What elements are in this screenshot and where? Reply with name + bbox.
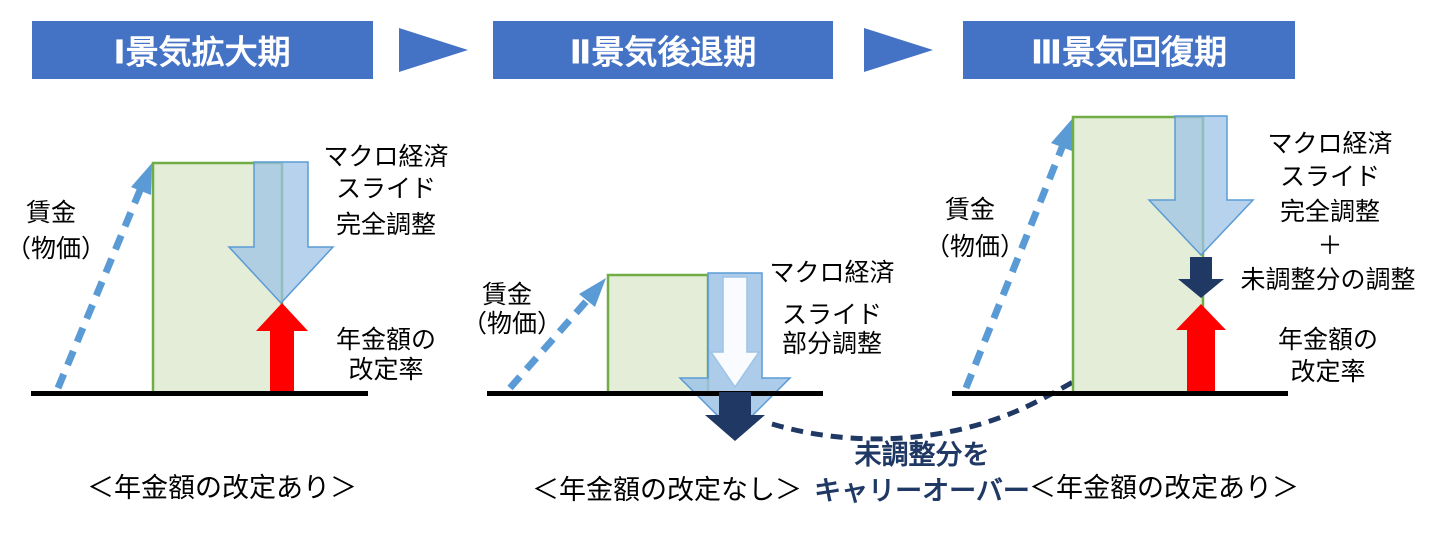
unadjusted-adjustment-arrow-icon (1178, 257, 1224, 298)
baseline-recession (487, 391, 823, 396)
panel-recovery: 賃金 （物価） マクロ経済 スライド 完全調整 ＋ 未調整分の調整 年金額の 改… (925, 115, 1416, 503)
pension-rate-label-line2-expansion: 改定率 (348, 356, 423, 384)
slide-label-line1-recession: マクロ経済 (769, 259, 894, 287)
stage-label-expansion: Ⅰ景気拡大期 (113, 34, 290, 71)
panel-recession: 賃金 （物価） マクロ経済 スライド 部分調整 ＜年金額の改定なし＞ (462, 259, 895, 505)
partial-adjustment-inner-arrow-icon (709, 276, 761, 389)
pension-rate-label-line1-expansion: 年金額の (336, 326, 436, 354)
pension-rate-label-line2-recovery: 改定率 (1290, 358, 1365, 386)
wage-label-line1-recovery: 賃金 (945, 196, 995, 224)
pension-revision-arrow-expansion-icon (256, 303, 308, 391)
baseline-expansion (31, 391, 368, 396)
wage-label-line1-recession: 賃金 (482, 281, 532, 309)
pension-level-box-recession (606, 273, 710, 395)
slide-label-line3-recession: 部分調整 (782, 330, 882, 358)
slide-label-line1-expansion: マクロ経済 (323, 143, 448, 171)
stage-flow-arrow-1-icon (399, 28, 468, 72)
slide-label-line5-recovery: 未調整分の調整 (1240, 266, 1415, 294)
carryover-label-line2: キャリーオーバー (814, 476, 1030, 506)
carryover-label-line1: 未調整分を (855, 439, 990, 470)
carryover-flow: 未調整分を キャリーオーバー (771, 303, 1171, 506)
baseline-recovery (952, 391, 1288, 396)
stage-label-recession: Ⅱ景気後退期 (570, 34, 757, 71)
wage-label-line2-expansion: （物価） (6, 235, 106, 263)
caption-recovery: ＜年金額の改定あり＞ (1029, 473, 1299, 503)
pension-rate-label-line1-recovery: 年金額の (1278, 326, 1378, 354)
wage-growth-arrow-expansion (54, 181, 147, 390)
slide-label-line2-recession: スライド (782, 301, 882, 329)
wage-growth-arrow-recovery (962, 143, 1067, 390)
panel-expansion: 賃金 （物価） マクロ経済 スライド 完全調整 年金額の 改定率 ＜年金額の改定… (6, 143, 449, 503)
pension-revision-arrow-recovery-icon (1176, 304, 1226, 391)
stage-box-recovery (963, 21, 1295, 79)
slide-label-line1-recovery: マクロ経済 (1267, 130, 1392, 158)
wage-growth-arrowhead-expansion-icon (131, 163, 152, 195)
caption-recession: ＜年金額の改定なし＞ (532, 475, 802, 505)
macro-slide-full-adjust-arrow-recovery-icon (1147, 115, 1255, 257)
stage-box-expansion (32, 21, 373, 79)
stage-flow-arrow-2-icon (864, 28, 933, 72)
wage-growth-arrowhead-recession-icon (579, 278, 606, 307)
macro-slide-full-adjust-arrow-expansion-icon (227, 161, 335, 305)
slide-label-line2-recovery: スライド (1280, 163, 1380, 191)
slide-label-line3-expansion: 完全調整 (336, 211, 436, 239)
wage-label-line2-recovery: （物価） (925, 233, 1025, 261)
slide-label-line2-expansion: スライド (336, 175, 436, 203)
wage-label-line2-recession: （物価） (462, 310, 562, 338)
wage-label-line1-expansion: 賃金 (26, 199, 76, 227)
slide-label-line3-recovery: 完全調整 (1280, 198, 1380, 226)
slide-label-plus-recovery: ＋ (1317, 232, 1342, 260)
caption-expansion: ＜年金額の改定あり＞ (87, 473, 357, 503)
stage-box-recession (493, 21, 833, 79)
stage-header: Ⅰ景気拡大期 Ⅱ景気後退期 Ⅲ景気回復期 (32, 21, 1295, 79)
wage-growth-arrow-recession (507, 294, 593, 391)
carryover-curve (771, 319, 1154, 442)
wage-growth-arrowhead-recovery-icon (1051, 119, 1072, 151)
stage-label-recovery: Ⅲ景気回復期 (1031, 34, 1227, 71)
unadjusted-carryover-arrow-icon (705, 392, 765, 441)
